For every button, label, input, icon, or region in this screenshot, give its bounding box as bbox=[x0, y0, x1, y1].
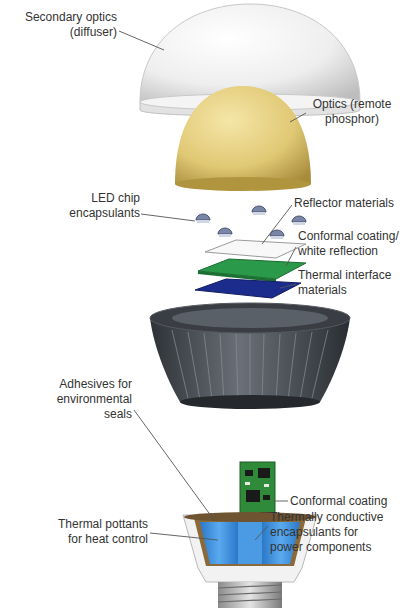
part-label: Secondary optics (diffuser) bbox=[2, 10, 117, 40]
part-label: Optics (remote phosphor) bbox=[304, 97, 400, 127]
part-label: Conformal coating bbox=[290, 494, 398, 509]
part-label: Thermal pottants for heat control bbox=[48, 517, 148, 547]
part-label: Thermally conductive encapsulants for po… bbox=[270, 510, 392, 555]
leader-lines bbox=[119, 31, 306, 540]
part-label: Conformal coating/ white reflection bbox=[298, 229, 400, 259]
part-label: LED chip encapsulants bbox=[45, 191, 140, 221]
part-label: Reflector materials bbox=[294, 196, 400, 211]
part-label: Thermal interface materials bbox=[298, 268, 398, 298]
part-label: Adhesives for environmental seals bbox=[42, 377, 132, 422]
